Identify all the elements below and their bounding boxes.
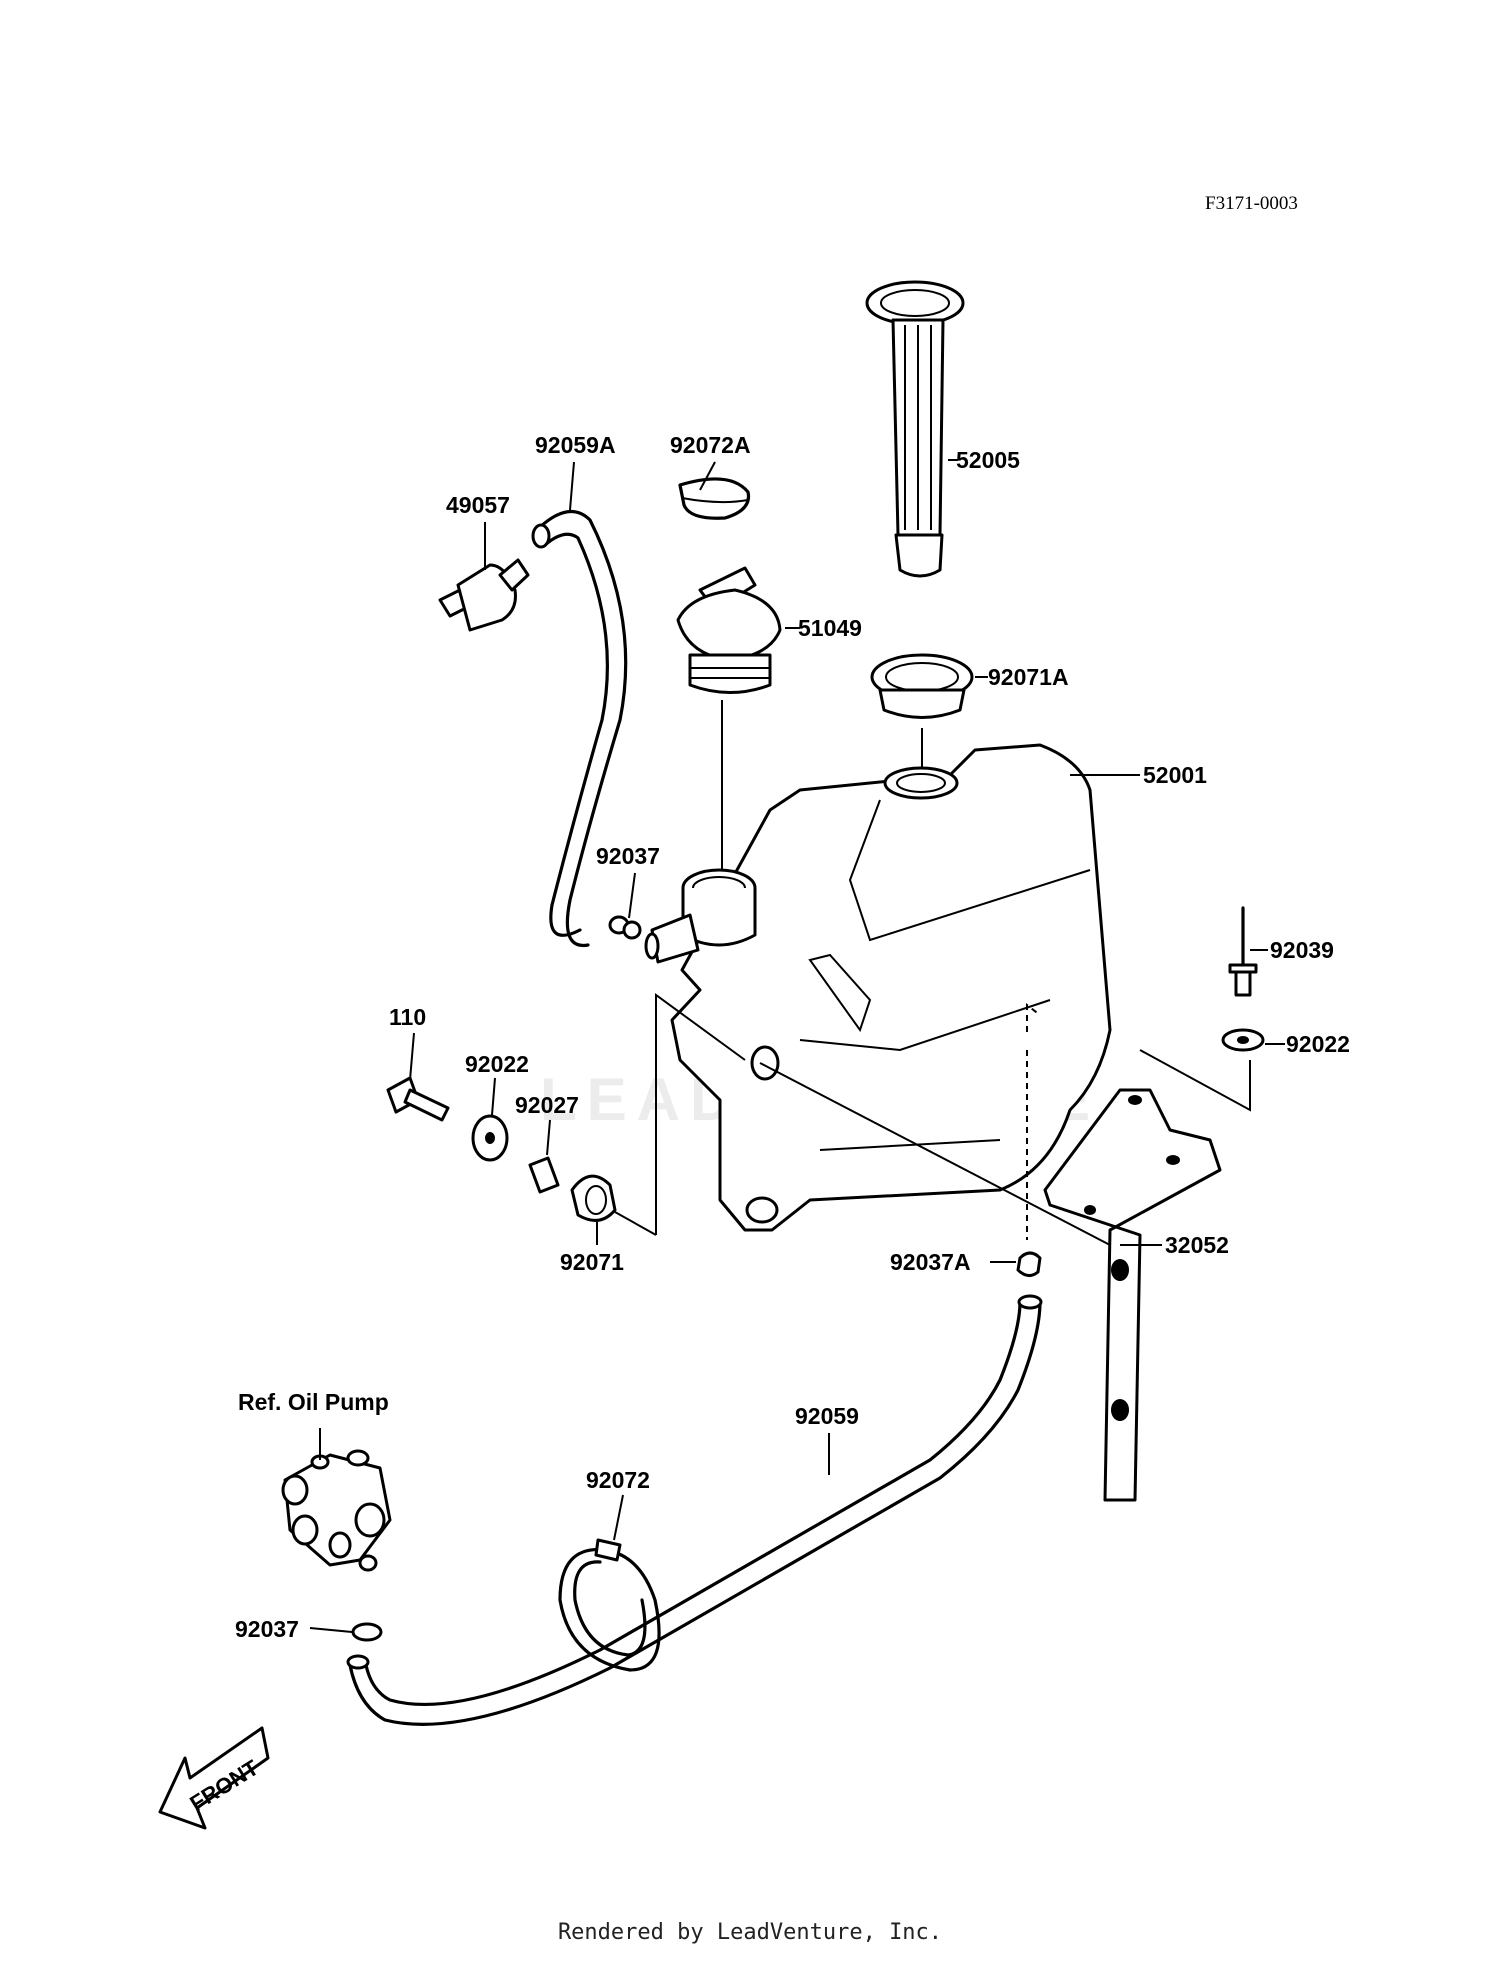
front-arrow: FRONT [158,1726,270,1830]
label-110: 110 [389,1004,426,1030]
label-92039: 92039 [1270,937,1334,963]
label-92037-top: 92037 [596,843,660,869]
label-92027: 92027 [515,1092,579,1118]
washer-92022-left-hole [485,1132,495,1144]
clip-92037-bottom [351,1622,383,1642]
clamp-92072 [558,1538,661,1672]
oil-gauge-strainer-52005 [865,280,965,578]
oil-filter-49057 [438,558,530,632]
footer-credit: Rendered by LeadVenture, Inc. [557,1920,943,1945]
leader-lines [309,459,1285,1633]
part-labels: 92059A 92072A 49057 52005 51049 92071A 5… [235,432,1350,1642]
oil-pump-ref [281,1449,392,1572]
label-92037A: 92037A [890,1249,971,1275]
rivet-92039 [1228,906,1258,997]
label-92071A: 92071A [988,664,1069,690]
diagram-ref-code: F3171-0003 [1205,193,1298,214]
clip-92037A [1016,1251,1042,1277]
oil-tank-cap-51049 [676,566,782,694]
collar-92027 [528,1156,560,1194]
clip-92037-top [608,915,642,940]
label-52001: 52001 [1143,762,1207,788]
label-ref-oil-pump: Ref. Oil Pump [238,1389,389,1415]
label-92022-left: 92022 [465,1051,529,1077]
label-92072A: 92072A [670,432,751,458]
label-92059: 92059 [795,1403,859,1429]
label-32052: 32052 [1165,1232,1229,1258]
hose-92059 [346,1294,1043,1726]
label-52005: 52005 [956,447,1020,473]
label-51049: 51049 [798,615,862,641]
bolt-110 [386,1076,450,1122]
bracket-32052 [1043,1088,1222,1502]
label-49057: 49057 [446,492,510,518]
label-92037-bottom: 92037 [235,1616,299,1642]
hose-92059A [531,510,628,948]
label-92071: 92071 [560,1249,624,1275]
label-92059A: 92059A [535,432,616,458]
clamp-92072A [678,477,751,520]
grommet-92071A [870,653,974,719]
label-92022-right: 92022 [1286,1031,1350,1057]
grommet-92071 [570,1174,617,1222]
label-92072: 92072 [586,1467,650,1493]
oil-tank-52001 [644,743,1112,1232]
washer-92022-right-hole [1237,1036,1249,1044]
